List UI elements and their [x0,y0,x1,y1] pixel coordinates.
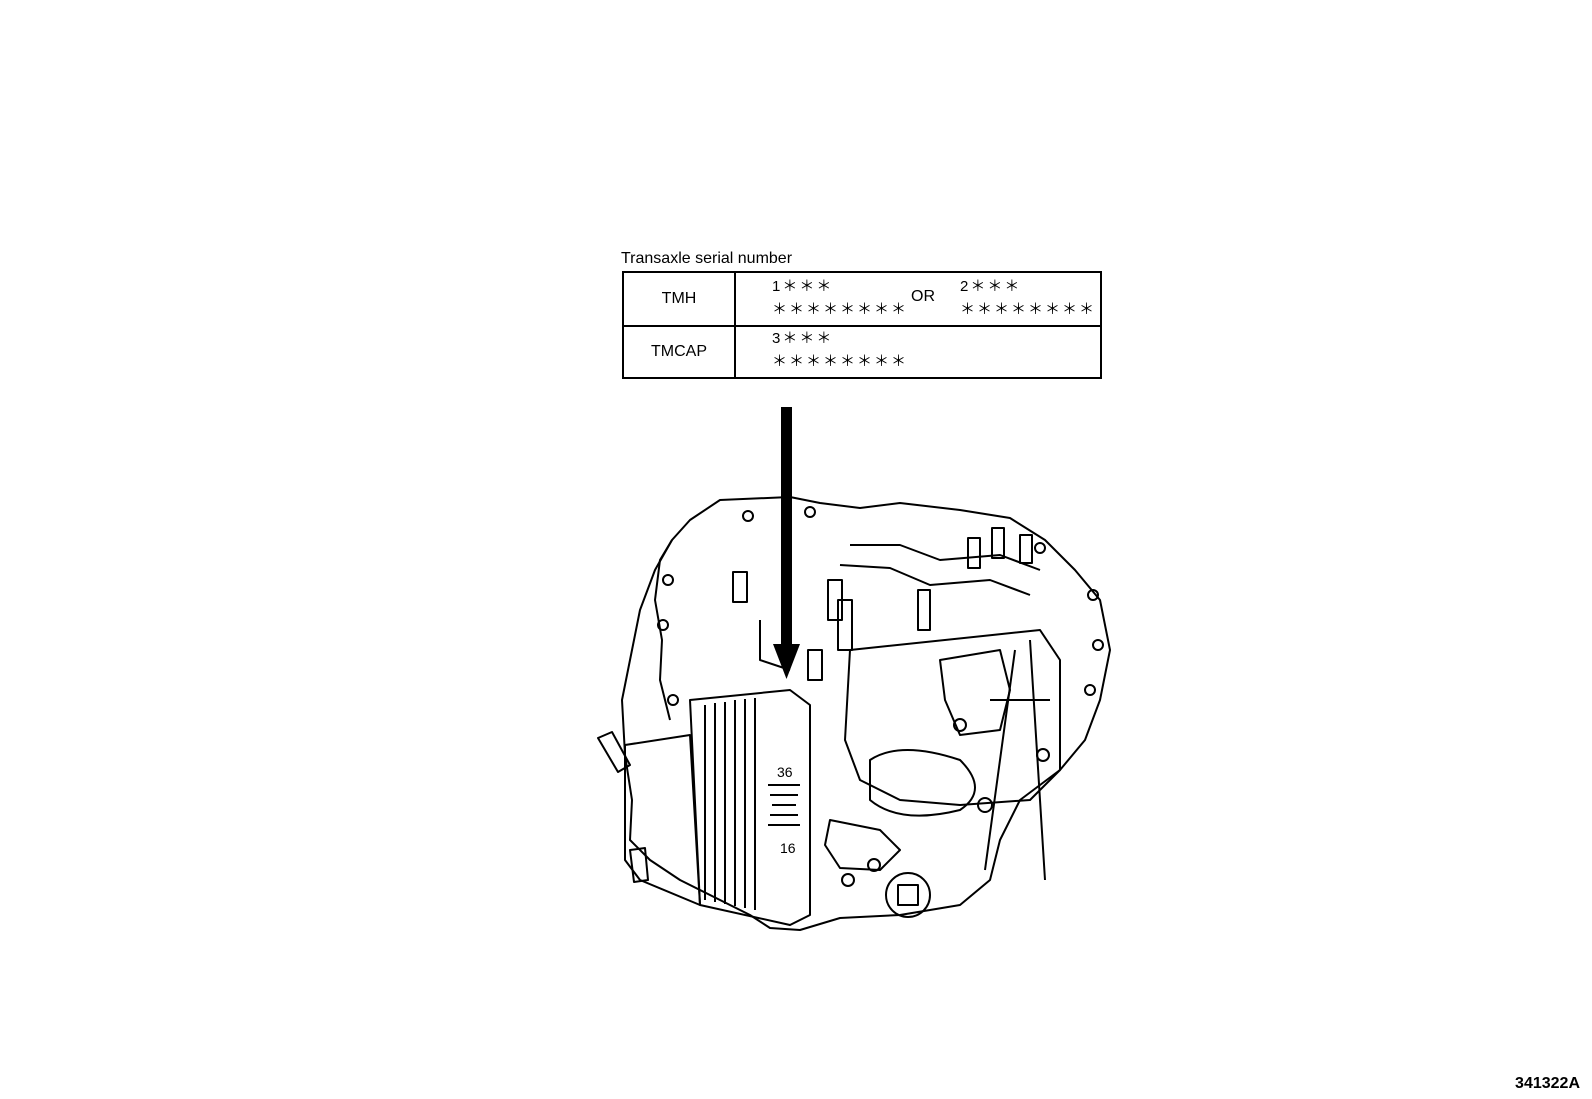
table-row-tmh: TMH 1＊＊＊ ＊＊＊＊＊＊＊＊ OR 2＊＊＊ ＊＊＊＊＊＊＊＊ [624,273,1100,327]
serial-code-mask: ＊＊＊＊＊＊＊＊ [960,301,1097,318]
serial-number-table: TMH 1＊＊＊ ＊＊＊＊＊＊＊＊ OR 2＊＊＊ ＊＊＊＊＊＊＊＊ TMCAP… [622,271,1102,379]
table-row-tmcap: TMCAP 3＊＊＊ ＊＊＊＊＊＊＊＊ [624,326,1100,378]
serial-code-prefix: 3＊＊＊ [772,330,834,347]
diagram-caption: Transaxle serial number [621,250,793,267]
figure-id-label: 341322A [1515,1075,1580,1092]
transaxle-illustration: 36 16 [597,496,1111,931]
serial-code-mask: ＊＊＊＊＊＊＊＊ [772,353,909,370]
svg-text:36: 36 [777,764,793,780]
svg-text:16: 16 [780,840,796,856]
serial-code-prefix: 1＊＊＊ [772,278,834,295]
down-arrow-icon [773,407,800,679]
manufacturer-cell: TMCAP [624,326,736,378]
serial-code-mask: ＊＊＊＊＊＊＊＊ [772,301,909,318]
or-label: OR [911,288,935,305]
serial-code-prefix: 2＊＊＊ [960,278,1022,295]
manufacturer-cell: TMH [624,273,736,325]
